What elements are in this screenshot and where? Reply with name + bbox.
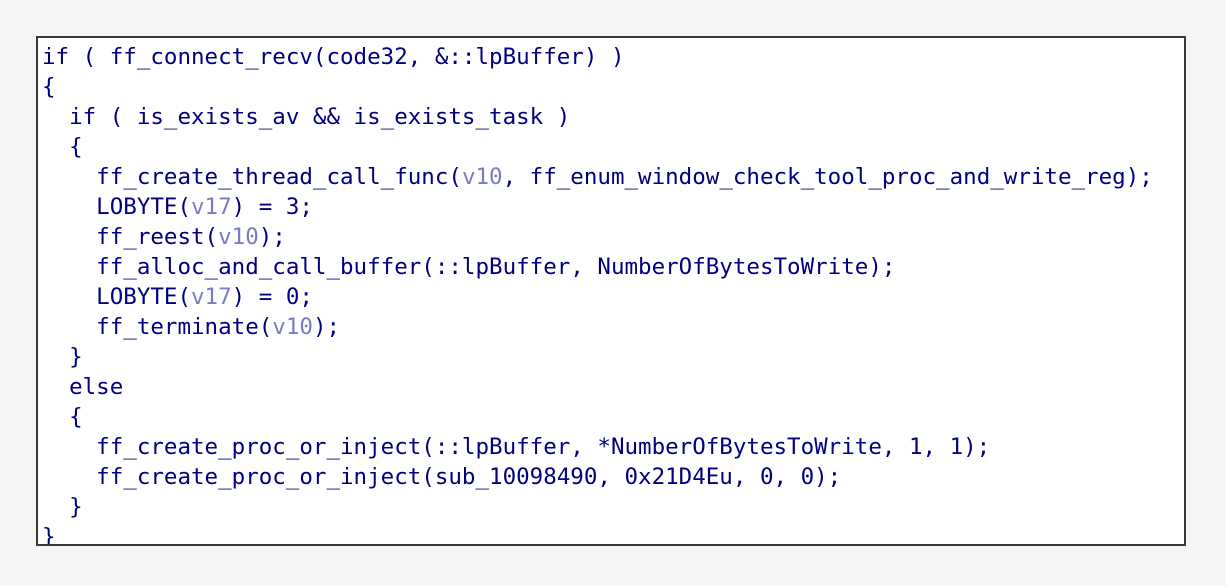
code-line: }	[42, 492, 1153, 522]
code-token: LOBYTE(	[42, 194, 192, 220]
code-token: if ( is_exists_av && is_exists_task )	[42, 104, 571, 130]
code-line: ff_create_proc_or_inject(::lpBuffer, *Nu…	[42, 432, 1153, 462]
code-token: ) = 3;	[231, 194, 313, 220]
pseudocode-panel: if ( ff_connect_recv(code32, &::lpBuffer…	[36, 36, 1186, 546]
code-token: }	[42, 524, 56, 546]
code-line: }	[42, 522, 1153, 546]
code-token: ff_create_proc_or_inject(::lpBuffer, *Nu…	[42, 434, 991, 460]
code-line: ff_alloc_and_call_buffer(::lpBuffer, Num…	[42, 252, 1153, 282]
code-token: {	[42, 134, 83, 160]
code-local-variable: v17	[191, 194, 232, 220]
pseudocode-listing: if ( ff_connect_recv(code32, &::lpBuffer…	[42, 42, 1153, 546]
code-token: , ff_enum_window_check_tool_proc_and_wri…	[502, 164, 1153, 190]
code-line: {	[42, 72, 1153, 102]
code-token: }	[42, 494, 83, 520]
code-line: }	[42, 342, 1153, 372]
code-token: ff_create_proc_or_inject(sub_10098490, 0…	[42, 464, 842, 490]
code-token: ) = 0;	[231, 284, 313, 310]
code-local-variable: v17	[191, 284, 232, 310]
code-local-variable: v10	[218, 224, 259, 250]
code-local-variable: v10	[272, 314, 313, 340]
code-token: ff_reest(	[42, 224, 219, 250]
code-token: );	[258, 224, 286, 250]
code-line: ff_terminate(v10);	[42, 312, 1153, 342]
code-token: if ( ff_connect_recv(code32, &::lpBuffer…	[42, 44, 625, 70]
code-line: else	[42, 372, 1153, 402]
code-line: LOBYTE(v17) = 0;	[42, 282, 1153, 312]
code-line: if ( ff_connect_recv(code32, &::lpBuffer…	[42, 42, 1153, 72]
code-line: if ( is_exists_av && is_exists_task )	[42, 102, 1153, 132]
code-token: {	[42, 74, 56, 100]
code-token: ff_terminate(	[42, 314, 273, 340]
code-token: ff_create_thread_call_func(	[42, 164, 462, 190]
code-line: ff_create_thread_call_func(v10, ff_enum_…	[42, 162, 1153, 192]
code-token: }	[42, 344, 83, 370]
code-token: LOBYTE(	[42, 284, 192, 310]
code-line: {	[42, 132, 1153, 162]
code-token: else	[42, 374, 124, 400]
code-local-variable: v10	[461, 164, 503, 190]
code-line: ff_create_proc_or_inject(sub_10098490, 0…	[42, 462, 1153, 492]
code-token: );	[312, 314, 341, 340]
code-line: ff_reest(v10);	[42, 222, 1153, 252]
code-token: ff_alloc_and_call_buffer(::lpBuffer, Num…	[42, 254, 896, 280]
code-line: LOBYTE(v17) = 3;	[42, 192, 1153, 222]
code-line: {	[42, 402, 1153, 432]
code-token: {	[42, 404, 83, 430]
